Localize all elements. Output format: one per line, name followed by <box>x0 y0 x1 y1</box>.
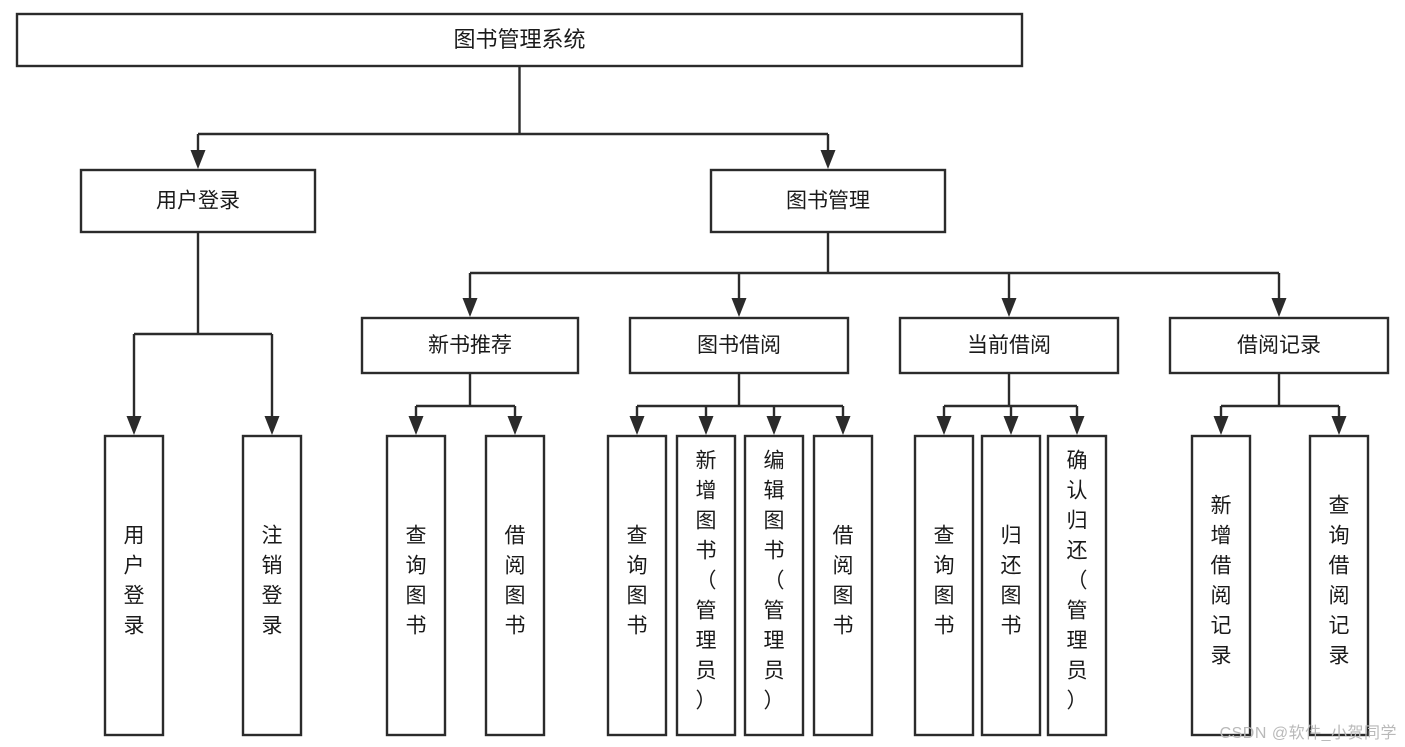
node-leaf-borrow-book-2[interactable]: 借阅图书 <box>812 434 874 737</box>
node-layer: 图书管理系统用户登录图书管理新书推荐图书借阅当前借阅借阅记录用户登录注销登录查询… <box>15 12 1390 737</box>
node-box[interactable] <box>1046 434 1108 737</box>
arrow-head-icon <box>835 416 851 435</box>
node-leaf-add-book[interactable]: 新增图书（管理员） <box>675 434 737 737</box>
node-leaf-logout[interactable]: 注销登录 <box>241 434 303 737</box>
arrow-head-icon <box>1003 416 1019 435</box>
node-box[interactable] <box>79 168 317 234</box>
node-label: 查询图书 <box>627 525 648 638</box>
edge-group-book-borrow <box>629 373 851 435</box>
arrow-head-icon <box>936 416 952 435</box>
node-leaf-query-record[interactable]: 查询借阅记录 <box>1308 434 1370 737</box>
node-box[interactable] <box>743 434 805 737</box>
edge-group-book-manage <box>462 232 1287 317</box>
node-box[interactable] <box>1168 316 1390 375</box>
node-box[interactable] <box>15 12 1024 68</box>
node-label: 查询图书 <box>934 525 955 638</box>
arrow-head-icon <box>1271 298 1287 317</box>
node-leaf-query-book-3[interactable]: 查询图书 <box>913 434 975 737</box>
edge-group-current-borrow <box>936 373 1085 435</box>
arrow-head-icon <box>698 416 714 435</box>
arrow-head-icon <box>766 416 782 435</box>
node-box[interactable] <box>103 434 165 737</box>
node-current-borrow[interactable]: 当前借阅 <box>898 316 1120 375</box>
edge-group-borrow-record <box>1213 373 1347 435</box>
node-box[interactable] <box>628 316 850 375</box>
node-new-book-rec[interactable]: 新书推荐 <box>360 316 580 375</box>
node-label: 查询借阅记录 <box>1329 495 1350 668</box>
node-label: 归还图书 <box>1001 525 1022 638</box>
node-label: 图书管理 <box>786 190 870 213</box>
edge-group-user-login <box>126 232 280 435</box>
node-leaf-query-book-2[interactable]: 查询图书 <box>606 434 668 737</box>
arrow-head-icon <box>820 150 836 169</box>
node-leaf-query-book-1[interactable]: 查询图书 <box>385 434 447 737</box>
arrow-head-icon <box>462 298 478 317</box>
node-label: 查询图书 <box>406 525 427 638</box>
node-box[interactable] <box>709 168 947 234</box>
arrow-head-icon <box>1331 416 1347 435</box>
node-leaf-add-record[interactable]: 新增借阅记录 <box>1190 434 1252 737</box>
arrow-head-icon <box>126 416 142 435</box>
node-borrow-record[interactable]: 借阅记录 <box>1168 316 1390 375</box>
node-box[interactable] <box>898 316 1120 375</box>
node-book-borrow[interactable]: 图书借阅 <box>628 316 850 375</box>
node-label: 新增借阅记录 <box>1211 495 1232 668</box>
node-box[interactable] <box>980 434 1042 737</box>
node-leaf-user-login[interactable]: 用户登录 <box>103 434 165 737</box>
node-book-manage[interactable]: 图书管理 <box>709 168 947 234</box>
node-label: 图书管理系统 <box>453 27 585 52</box>
node-leaf-confirm-return[interactable]: 确认归还（管理员） <box>1046 434 1108 737</box>
node-label: 注销登录 <box>262 525 283 638</box>
edge-group-root <box>190 66 836 169</box>
node-label: 借阅图书 <box>505 525 526 638</box>
arrow-head-icon <box>1001 298 1017 317</box>
node-label: 借阅图书 <box>833 525 854 638</box>
node-label: 图书借阅 <box>697 334 781 357</box>
node-label: 新增图书（管理员） <box>696 450 717 713</box>
node-box[interactable] <box>913 434 975 737</box>
node-box[interactable] <box>1190 434 1252 737</box>
node-box[interactable] <box>1308 434 1370 737</box>
arrow-head-icon <box>264 416 280 435</box>
node-label: 用户登录 <box>156 190 240 213</box>
node-box[interactable] <box>360 316 580 375</box>
node-label: 编辑图书（管理员） <box>764 450 785 713</box>
node-leaf-return-book[interactable]: 归还图书 <box>980 434 1042 737</box>
node-leaf-borrow-book-1[interactable]: 借阅图书 <box>484 434 546 737</box>
node-box[interactable] <box>675 434 737 737</box>
node-root[interactable]: 图书管理系统 <box>15 12 1024 68</box>
node-box[interactable] <box>606 434 668 737</box>
node-user-login[interactable]: 用户登录 <box>79 168 317 234</box>
node-label: 当前借阅 <box>967 334 1051 357</box>
arrow-head-icon <box>507 416 523 435</box>
edge-layer <box>126 66 1347 435</box>
arrow-head-icon <box>629 416 645 435</box>
arrow-head-icon <box>1069 416 1085 435</box>
arrow-head-icon <box>1213 416 1229 435</box>
node-label: 确认归还（管理员） <box>1067 450 1088 713</box>
node-box[interactable] <box>241 434 303 737</box>
arrow-head-icon <box>408 416 424 435</box>
node-label: 借阅记录 <box>1237 334 1321 357</box>
node-box[interactable] <box>385 434 447 737</box>
node-label: 新书推荐 <box>428 334 512 357</box>
node-label: 用户登录 <box>124 525 145 638</box>
arrow-head-icon <box>731 298 747 317</box>
node-box[interactable] <box>812 434 874 737</box>
node-leaf-edit-book[interactable]: 编辑图书（管理员） <box>743 434 805 737</box>
node-box[interactable] <box>484 434 546 737</box>
arrow-head-icon <box>190 150 206 169</box>
edge-group-new-book-rec <box>408 373 523 435</box>
